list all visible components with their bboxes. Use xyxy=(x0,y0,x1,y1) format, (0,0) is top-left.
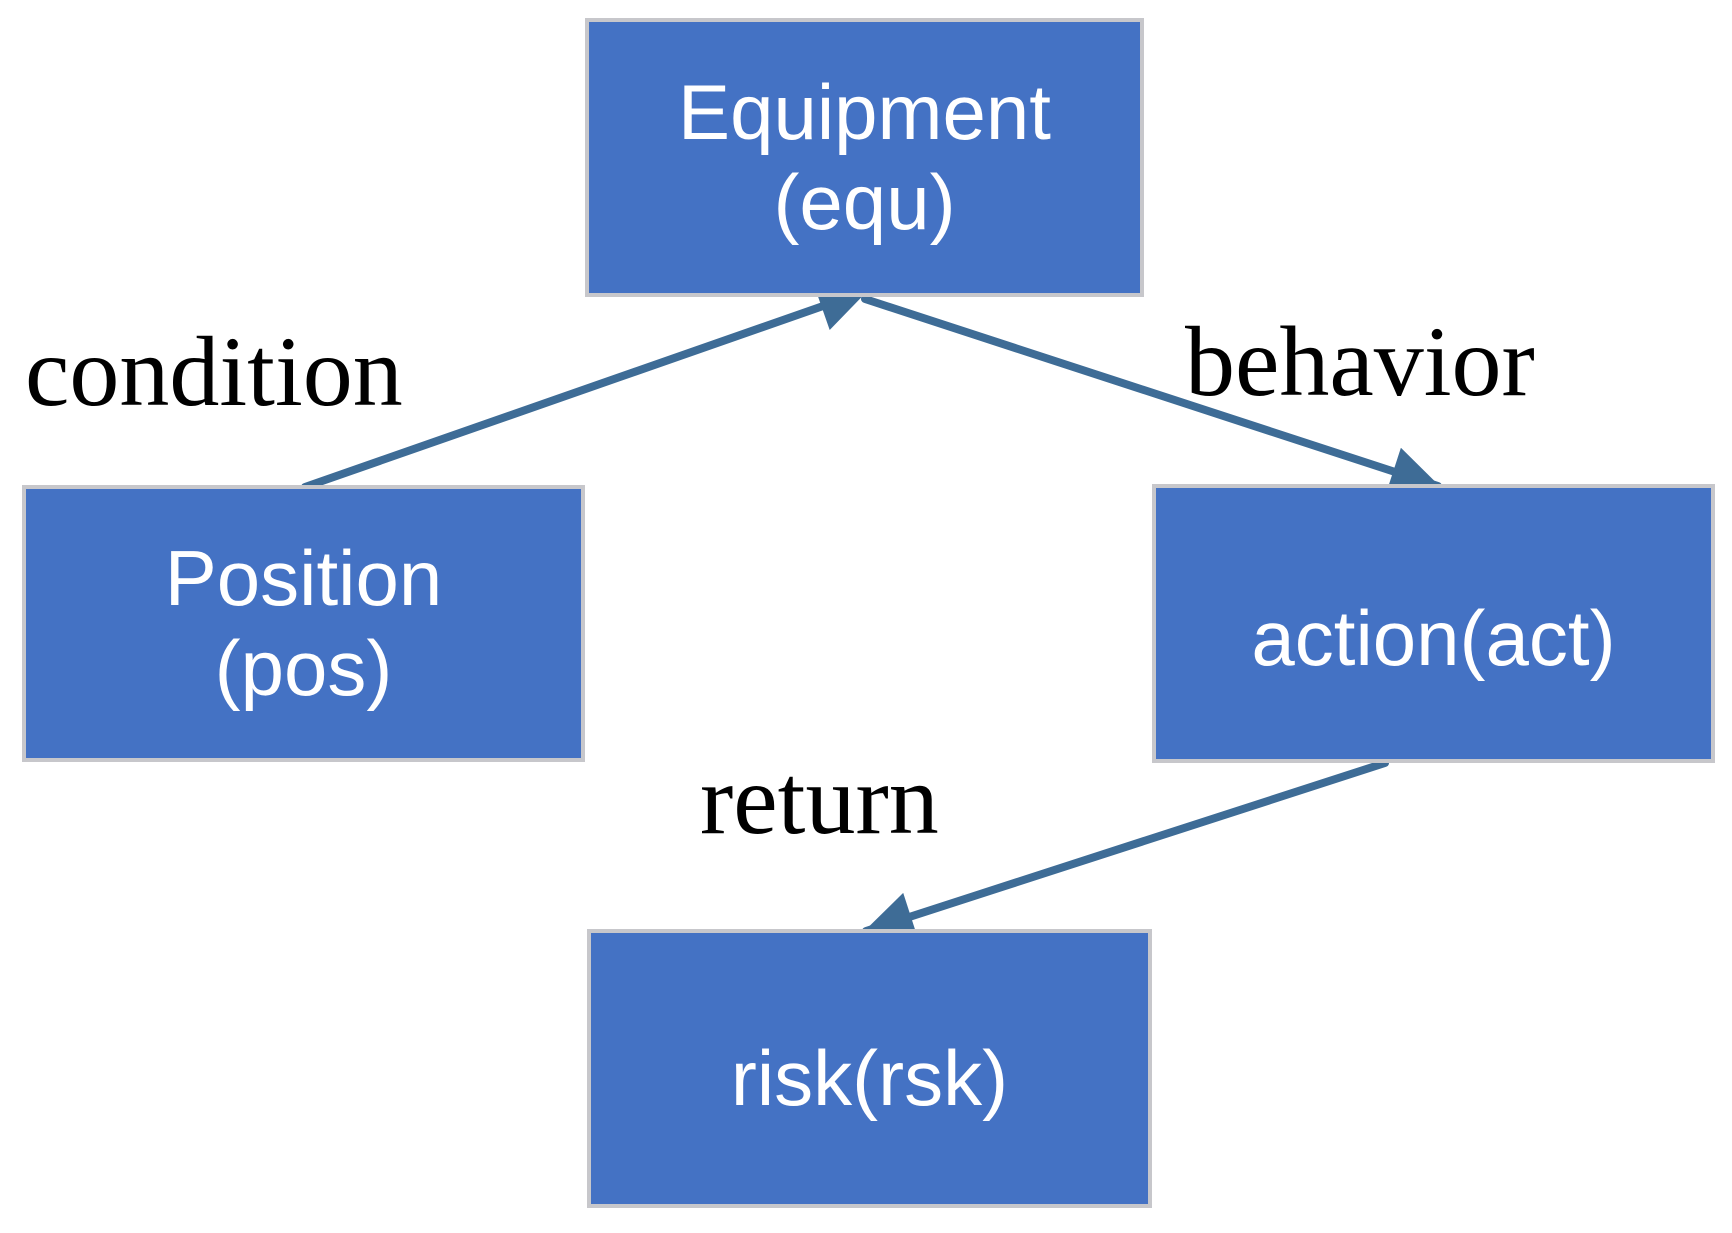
node-position-label-line1: Position xyxy=(164,533,443,622)
node-risk: risk(rsk) xyxy=(587,929,1152,1208)
edge-label-behavior: behavior xyxy=(1185,306,1535,417)
node-equipment: Equipment (equ) xyxy=(585,18,1144,297)
edge-label-return: return xyxy=(700,744,939,855)
edge-label-condition: condition xyxy=(25,316,403,427)
node-action: action(act) xyxy=(1152,484,1715,763)
node-position: Position (pos) xyxy=(22,485,585,762)
arrow-return xyxy=(862,759,1389,941)
node-action-label: action(act) xyxy=(1251,593,1616,682)
node-risk-label: risk(rsk) xyxy=(730,1033,1009,1122)
node-equipment-label-line2: (equ) xyxy=(773,157,956,246)
node-position-label-line2: (pos) xyxy=(214,623,393,712)
node-equipment-label-line1: Equipment xyxy=(678,67,1051,156)
